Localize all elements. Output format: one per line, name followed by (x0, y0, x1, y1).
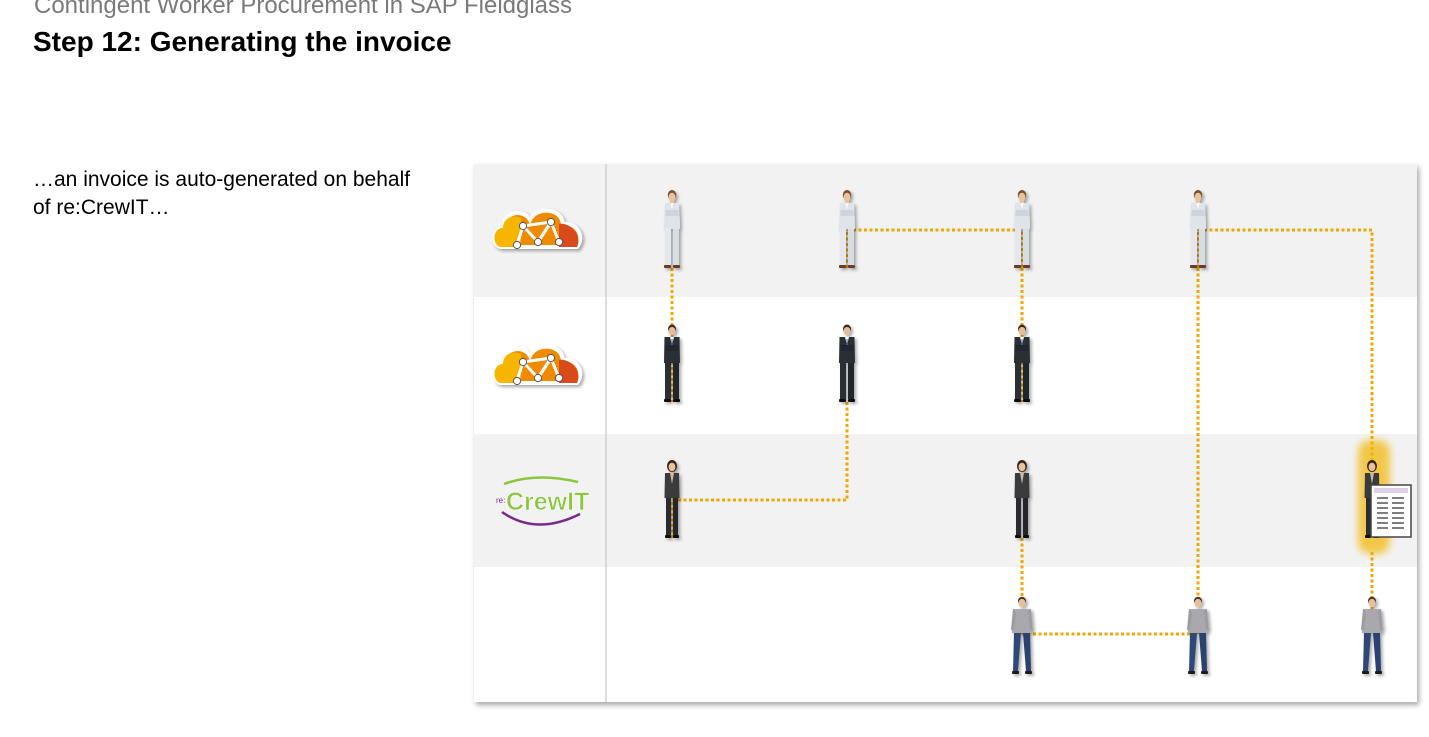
crewit-logo: re: CrewIT (496, 476, 590, 526)
step-title: Step 12: Generating the invoice (33, 26, 452, 57)
step-description: …an invoice is auto-generated on behalf … (33, 168, 411, 219)
lane-4-background (474, 567, 1417, 702)
svg-text:re:: re: (496, 496, 505, 505)
presentation-title: Contingent Worker Procurement in SAP Fie… (34, 0, 573, 19)
invoice-document-icon (1370, 484, 1412, 538)
lane-3-background (474, 434, 1417, 567)
highlighted-supplier-with-invoice (1358, 440, 1412, 554)
process-flow-diagram: re: CrewIT (474, 164, 1417, 702)
svg-text:CrewIT: CrewIT (506, 488, 589, 516)
lane-2-background (474, 297, 1417, 434)
